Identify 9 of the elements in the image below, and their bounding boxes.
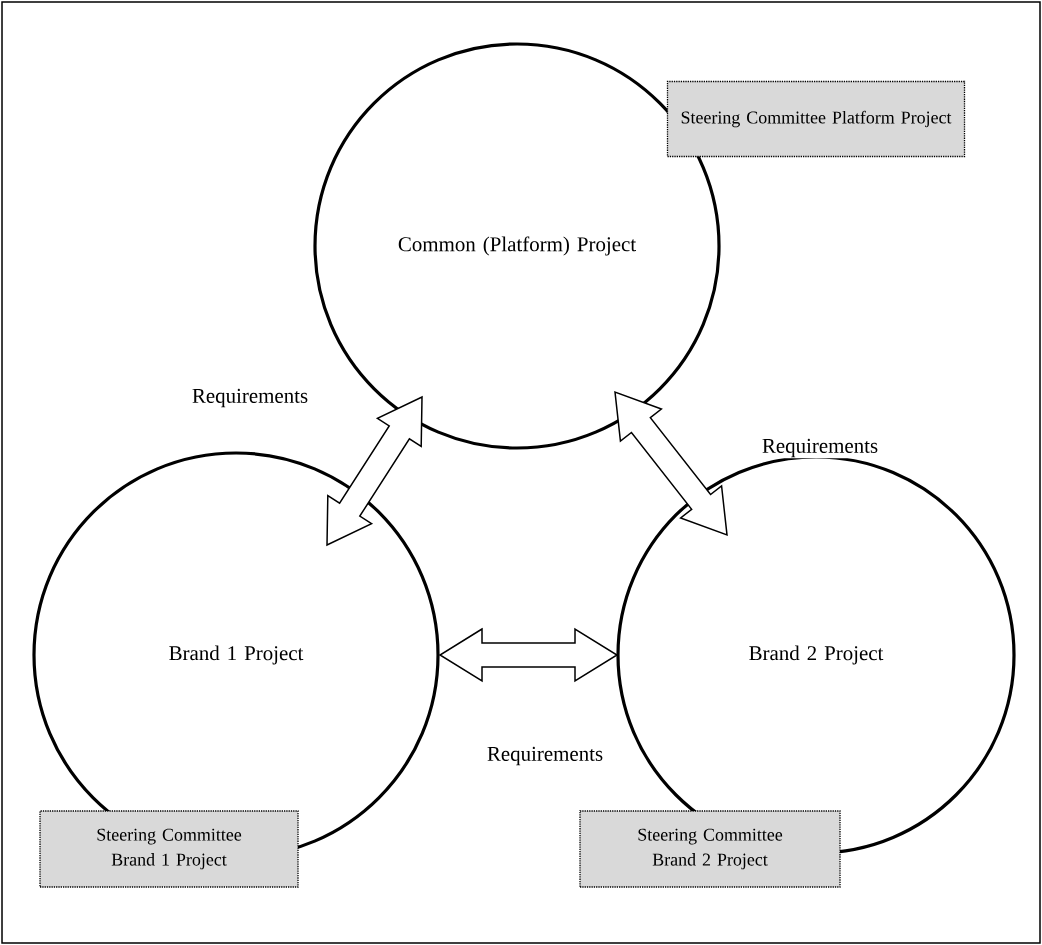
note-box: Steering Committee Platform Project [666, 80, 966, 158]
edge-label: Requirements [190, 387, 310, 409]
note-box: Steering Committee Brand 1 Project [39, 810, 299, 888]
double-arrow [326, 395, 423, 547]
double-arrow [614, 390, 728, 537]
edge-label: Requirements [485, 745, 605, 767]
note-box: Steering Committee Brand 2 Project [579, 810, 841, 888]
edge-label: Requirements [760, 437, 880, 459]
double-arrow [438, 627, 619, 683]
